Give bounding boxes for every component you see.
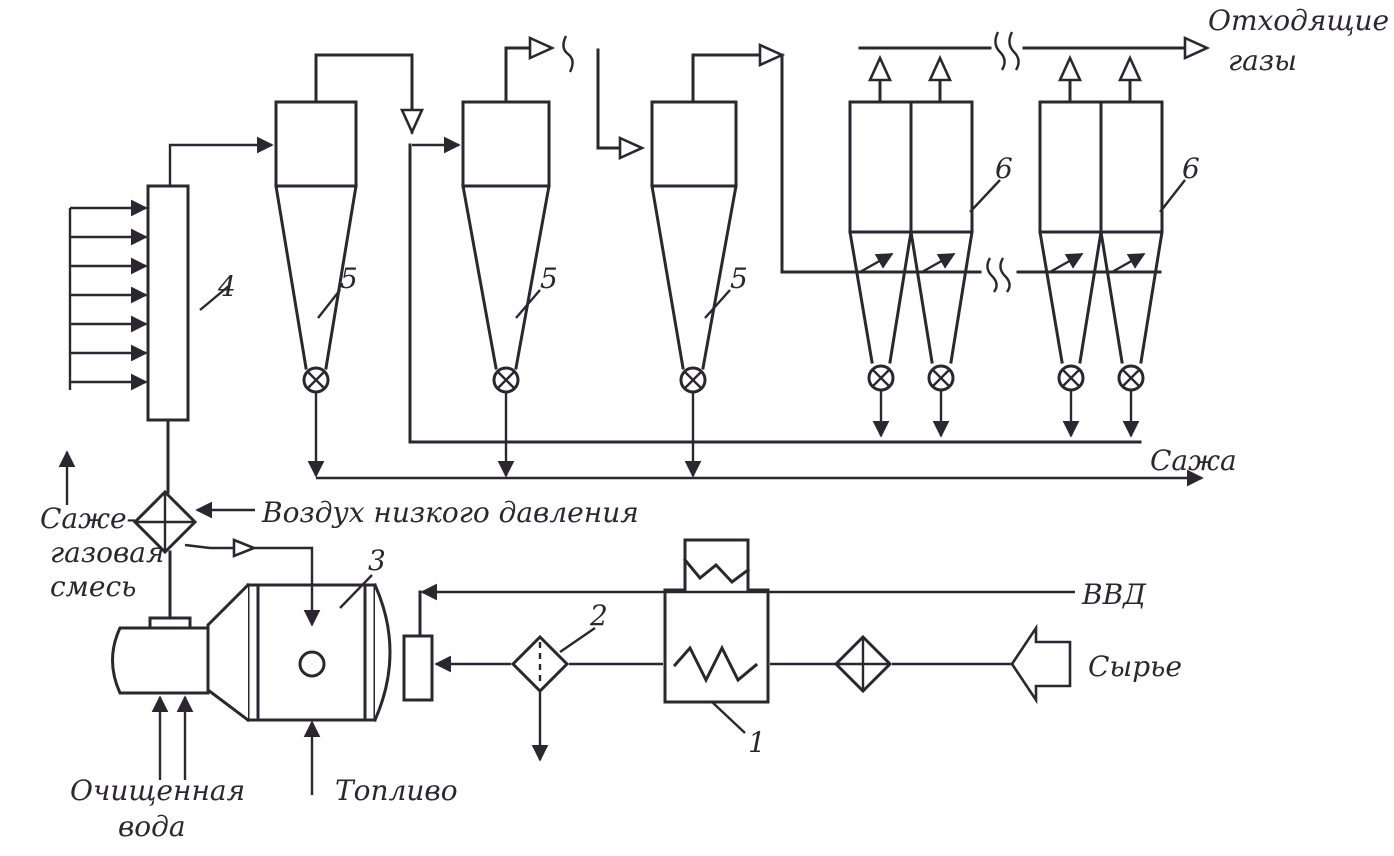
cooler-water-inlets [58, 199, 148, 505]
bag-filter-a-number: 6 [995, 152, 1013, 185]
heater-number: 1 [748, 726, 766, 759]
reactor-number: 3 [368, 544, 386, 577]
soot-gas-mixture-label-line2: газовая [50, 536, 165, 569]
filter-number: 2 [589, 599, 608, 632]
purified-water-label-line1: Очищенная [70, 774, 245, 807]
cyclone-c [650, 100, 738, 394]
reactor [206, 582, 392, 723]
off-gases-label-line1: Отходящие [1208, 4, 1389, 37]
cooler-column [146, 184, 190, 422]
water-drum [111, 616, 210, 695]
gas-cooler [132, 489, 198, 555]
cyclone-c-number: 5 [730, 262, 748, 295]
bag-filter-a [848, 100, 974, 392]
off-gases-label-line2: газы [1228, 44, 1297, 77]
burner-nozzle [402, 634, 434, 702]
bag-filter-b-number: 6 [1182, 152, 1200, 185]
low-pressure-air-label: Воздух низкого давления [261, 496, 639, 529]
hp-air-label: ВВД [1081, 578, 1147, 611]
feed-exchanger [833, 634, 893, 694]
purified-water-label-line2: вода [118, 810, 186, 843]
cyclone-a [274, 100, 358, 394]
pipelines [151, 31, 1211, 795]
cyclone-a-number: 5 [340, 262, 358, 295]
fuel-label: Топливо [335, 774, 458, 807]
bag-filter-b [1038, 100, 1164, 392]
cyclone-b-number: 5 [540, 262, 558, 295]
cooler-number: 4 [217, 270, 236, 303]
heater [663, 538, 770, 704]
soot-gas-mixture-label-line3: смесь [50, 570, 136, 603]
feedstock-label: Сырье [1088, 650, 1182, 683]
filter [510, 634, 570, 694]
soot-label: Сажа [1150, 444, 1237, 477]
soot-gas-mixture-label-line1: Саже- [40, 502, 136, 535]
cyclone-b [461, 100, 551, 394]
